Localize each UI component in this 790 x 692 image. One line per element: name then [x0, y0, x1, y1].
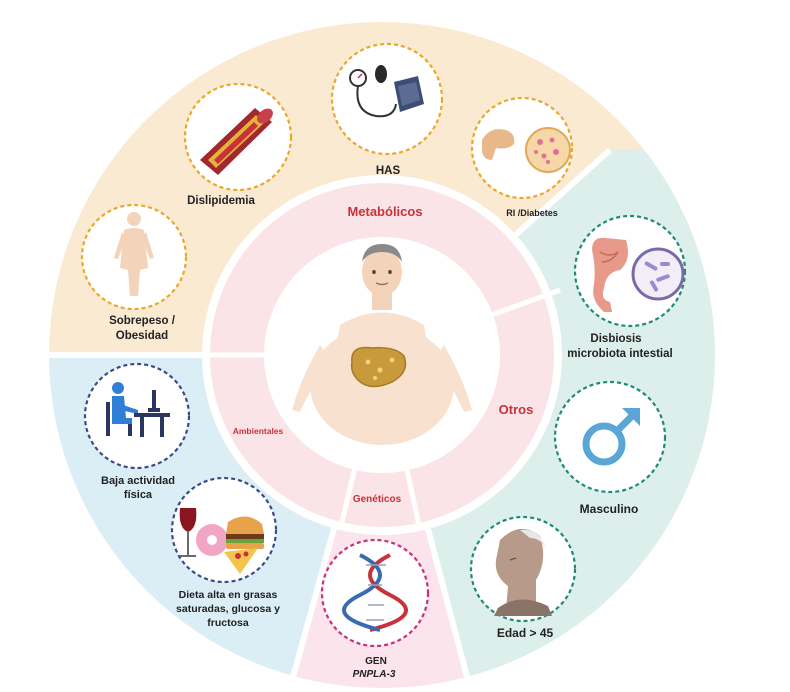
obese-man-fatty-liver-icon — [292, 244, 472, 445]
human-body-icon — [114, 212, 154, 296]
factor-sobrepeso: Sobrepeso / Obesidad — [80, 203, 188, 342]
svg-text:Sobrepeso /: Sobrepeso / — [109, 315, 176, 327]
svg-text:GEN: GEN — [365, 656, 387, 667]
svg-text:Masculino: Masculino — [580, 502, 639, 516]
factor-baja-actividad: Baja actividad física — [83, 362, 191, 501]
svg-text:física: física — [124, 489, 153, 501]
svg-text:Edad > 45: Edad > 45 — [497, 626, 554, 640]
factor-dieta: Dieta alta en grasas saturadas, glucosa … — [170, 476, 280, 629]
junk-food-wine-icon — [179, 508, 264, 574]
factor-gen: GEN PNPLA-3 — [320, 538, 430, 680]
sector-label-geneticos: Genéticos — [353, 494, 402, 505]
sector-label-metabolicos: Metabólicos — [347, 204, 422, 219]
svg-text:PNPLA-3: PNPLA-3 — [353, 669, 396, 680]
svg-text:Obesidad: Obesidad — [116, 330, 168, 342]
factor-edad: Edad > 45 — [469, 515, 577, 640]
person-at-desk-icon — [106, 382, 170, 437]
svg-text:microbiota intestial: microbiota intestial — [567, 348, 672, 360]
sector-label-otros: Otros — [499, 402, 534, 417]
male-symbol-icon — [582, 408, 640, 466]
svg-text:RI /Diabetes: RI /Diabetes — [506, 208, 558, 218]
elderly-man-icon — [494, 528, 552, 616]
intestine-microbiota-icon — [592, 237, 685, 312]
artery-plaque-icon — [200, 108, 273, 175]
blood-pressure-monitor-icon — [349, 65, 424, 118]
svg-text:Baja actividad: Baja actividad — [101, 475, 175, 487]
svg-text:Disbiosis: Disbiosis — [590, 333, 641, 345]
pancreas-islet-icon — [482, 127, 571, 173]
svg-text:Dislipidemia: Dislipidemia — [187, 195, 255, 207]
factor-masculino: Masculino — [553, 380, 667, 516]
factor-disbiosis: Disbiosis microbiota intestial — [567, 214, 687, 360]
factor-ri-diabetes: RI /Diabetes — [470, 96, 574, 218]
factor-has: HAS — [330, 42, 444, 177]
svg-text:saturadas, glucosa y: saturadas, glucosa y — [176, 603, 280, 615]
sector-label-ambientales: Ambientales — [233, 426, 284, 436]
svg-text:Dieta alta en grasas: Dieta alta en grasas — [179, 589, 278, 601]
factor-dislipidemia: Dislipidemia — [183, 82, 293, 207]
svg-text:HAS: HAS — [376, 165, 401, 177]
dna-helix-icon — [342, 553, 408, 632]
svg-text:fructosa: fructosa — [207, 617, 249, 629]
